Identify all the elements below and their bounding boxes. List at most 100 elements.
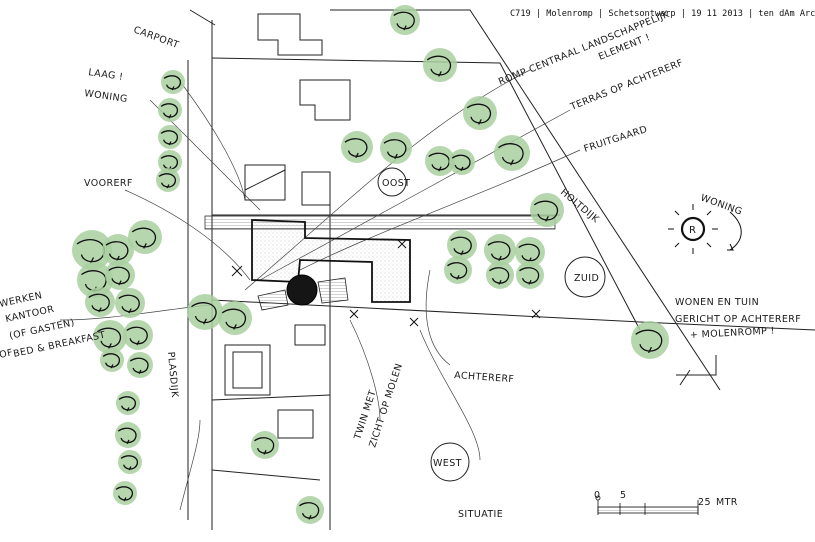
tree-outline: [221, 308, 247, 330]
tree-canopy: [444, 256, 472, 284]
tree-outline: [88, 293, 110, 313]
label-situatie: SITUATIE: [458, 509, 503, 520]
tree-outline: [519, 267, 540, 285]
tree-outline: [451, 154, 471, 172]
label-oost: OOST: [382, 178, 410, 189]
tree-outline: [96, 327, 122, 349]
tree-outline: [533, 200, 559, 222]
tree-outline: [129, 357, 149, 375]
tree-outline: [447, 262, 468, 280]
tree-canopy: [187, 294, 223, 330]
tree-canopy: [486, 261, 514, 289]
label-achtererf: ACHTERERF: [454, 370, 515, 385]
existing-buildings: [224, 13, 351, 439]
tree-outline: [383, 139, 407, 160]
tree-outline: [126, 326, 148, 346]
tree-canopy: [102, 234, 134, 266]
tree-canopy: [449, 149, 475, 175]
tree-canopy: [380, 132, 412, 164]
office-name: ten dAm Archite: [758, 9, 815, 19]
label-carport: CARPORT: [132, 24, 180, 51]
orientation-markers: [377, 167, 606, 482]
title-block: C719 | Molenromp | Schetsontwerp | 19 11…: [510, 9, 815, 19]
tree-canopy: [118, 450, 142, 474]
tree-outline: [102, 353, 120, 369]
tree-outline: [160, 103, 178, 119]
label-plasdijk: PLASDIJK: [165, 351, 180, 398]
tree-canopy: [93, 320, 127, 354]
label-wonen-2: GERICHT OP ACHTERERF: [675, 314, 801, 325]
label-kantoor-5: OF: [0, 347, 14, 361]
tree-canopy: [105, 260, 135, 290]
zuid-marker: [564, 256, 606, 298]
plot-boundaries: [187, 9, 815, 530]
drawing-type: Schetsontwerp: [608, 9, 676, 19]
tree-canopy: [85, 287, 115, 317]
label-voorerf: VOORERF: [84, 178, 133, 189]
mill: [257, 274, 349, 311]
scale-unit: MTR: [716, 497, 738, 508]
scale-bar: 0 5 25 MTR: [594, 490, 738, 515]
label-wonen-3: + MOLENROMP !: [690, 326, 776, 341]
drawing-date: 19 11 2013: [691, 9, 743, 19]
tree-outline: [191, 302, 217, 325]
tree-outline: [117, 427, 137, 445]
label-wonen-1: WONEN EN TUIN: [675, 297, 759, 308]
label-holtdijk: HOLTDIJK: [558, 187, 601, 226]
sun-icon: R: [668, 204, 742, 254]
tree-canopy: [494, 135, 530, 171]
tree-canopy: [463, 96, 497, 130]
west-marker: [430, 442, 470, 482]
project-code: C719: [510, 9, 531, 19]
tree-outline: [466, 103, 492, 125]
scale-mid: 5: [620, 490, 626, 501]
tree-outline: [344, 138, 368, 159]
tree-canopy: [128, 220, 162, 254]
tree-canopy: [631, 321, 669, 359]
tree-outline: [487, 241, 511, 262]
label-west: WEST: [433, 458, 462, 469]
tree-outline: [635, 329, 663, 354]
label-terras: TERRAS OP ACHTERERF: [568, 57, 685, 113]
tree-canopy: [127, 352, 153, 378]
tree-outline: [426, 55, 452, 77]
tree-canopy: [390, 5, 420, 35]
tree-outline: [105, 241, 129, 262]
tree-canopy: [116, 391, 140, 415]
tree-canopy: [484, 234, 516, 266]
tree-outline: [158, 173, 176, 189]
tree-canopy: [425, 146, 455, 176]
tree-canopy: [158, 125, 182, 149]
tree-outline: [254, 437, 275, 455]
tree-canopy: [447, 230, 477, 260]
tree-outline: [108, 266, 130, 286]
scale-start: 0: [594, 490, 600, 501]
tree-canopy: [156, 168, 180, 192]
tree-outline: [120, 455, 138, 471]
tree-outline: [428, 152, 450, 172]
tree-canopy: [100, 348, 124, 372]
scale-end: 25: [698, 497, 711, 508]
project-name: Molenromp: [546, 9, 593, 19]
tree-outline: [299, 502, 320, 520]
tree-canopy: [113, 481, 137, 505]
tree-outline: [118, 294, 140, 314]
oost-marker: [377, 167, 407, 197]
tree-outline: [160, 130, 178, 146]
cross-marks: [231, 239, 541, 327]
svg-text:R: R: [689, 225, 696, 236]
tree-outline: [393, 11, 415, 31]
tree-canopy: [218, 301, 252, 335]
tree-canopy: [115, 422, 141, 448]
tree-outline: [115, 486, 133, 502]
tree-outline: [163, 75, 181, 91]
tree-canopy: [341, 131, 373, 163]
tree-canopy: [515, 237, 545, 267]
label-woning-sun: WONING: [699, 192, 744, 217]
tree-canopy: [530, 193, 564, 227]
label-fruitgaard: FRUITGAARD: [583, 124, 649, 155]
tree-outline: [131, 227, 157, 249]
tree-canopy: [158, 98, 182, 122]
label-laag-1: LAAG !: [88, 67, 124, 83]
tree-outline: [450, 236, 472, 256]
